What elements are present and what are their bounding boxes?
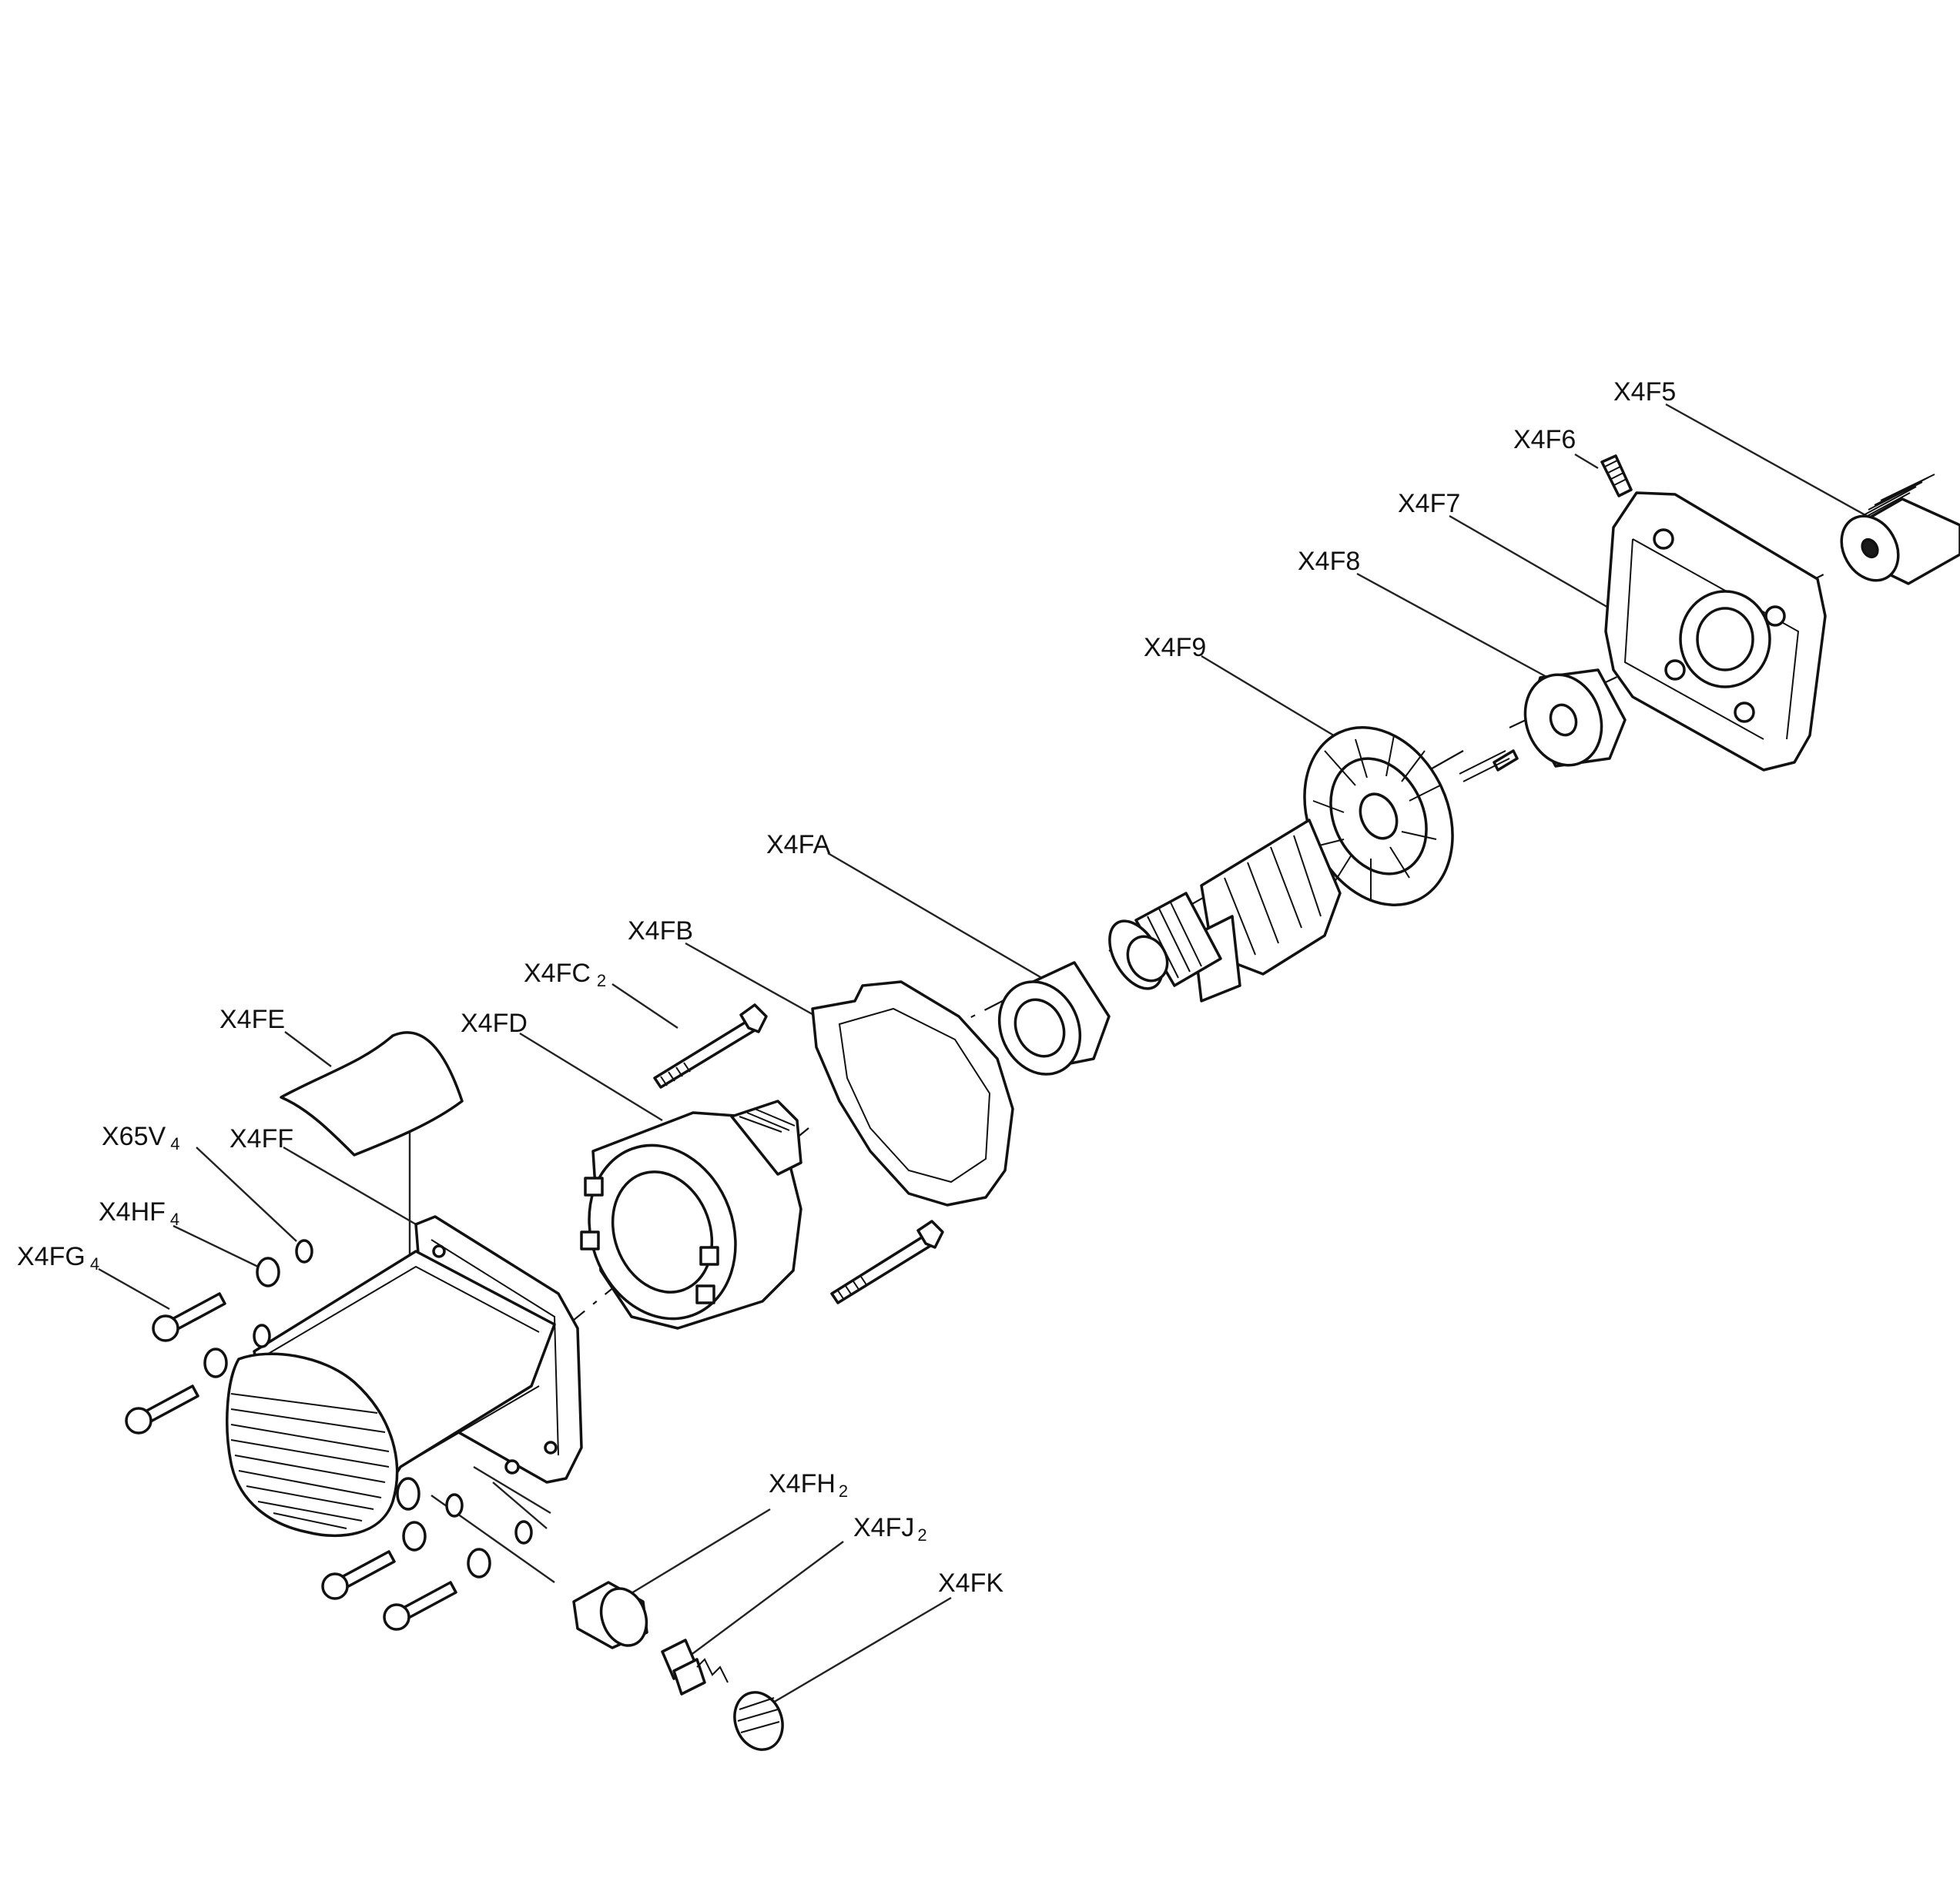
part-X4FE-nameplate-label bbox=[280, 1031, 464, 1157]
leader-X4FH bbox=[623, 1508, 771, 1599]
label-X4F9: X4F9 bbox=[1144, 633, 1206, 662]
leader-X4FB bbox=[685, 942, 817, 1018]
part-X65V-lock-washers bbox=[253, 1239, 533, 1545]
screw-2 bbox=[125, 1384, 199, 1435]
label-X4FK: X4FK bbox=[938, 1569, 1003, 1598]
leader-X4F5 bbox=[1665, 403, 1895, 533]
part-X4F9-armature bbox=[1108, 726, 1519, 1003]
part-X4FA-ball-bearing bbox=[997, 961, 1111, 1076]
leader-X4FE bbox=[284, 1031, 332, 1067]
label-X4FF: X4FF bbox=[230, 1124, 293, 1153]
leader-X4FD bbox=[519, 1032, 663, 1122]
leader-X4FG bbox=[98, 1267, 170, 1311]
leader-X4FC bbox=[611, 983, 678, 1029]
part-X4FJ-carbon-brush bbox=[661, 1639, 729, 1696]
part-X4FD-field-stator bbox=[580, 1100, 802, 1330]
leader-X4FA bbox=[827, 852, 1060, 989]
label-X4FD: X4FD bbox=[461, 1009, 528, 1038]
part-X4F6-small-screw bbox=[1600, 454, 1633, 497]
qty-X4FH: 2 bbox=[839, 1482, 848, 1501]
qty-X4FG: 4 bbox=[90, 1254, 99, 1274]
qty-X4FJ: 2 bbox=[917, 1525, 926, 1545]
leader-X4HF bbox=[173, 1224, 259, 1268]
part-X4F8-ball-bearing bbox=[1523, 668, 1627, 768]
leader-lines bbox=[98, 403, 1895, 1717]
screw-4 bbox=[383, 1581, 457, 1631]
part-X4FK-brush-cap bbox=[733, 1691, 784, 1751]
leader-X4FK bbox=[750, 1596, 952, 1717]
leader-X4F9 bbox=[1201, 655, 1341, 741]
label-X4F5: X4F5 bbox=[1613, 377, 1676, 407]
part-X4FH-brush-holder bbox=[572, 1581, 648, 1649]
screw-1 bbox=[152, 1292, 226, 1342]
leader-X4FF bbox=[283, 1146, 417, 1226]
part-X4FF-motor-housing bbox=[226, 1215, 583, 1538]
qty-X65V: 4 bbox=[170, 1134, 179, 1153]
leader-X4F6 bbox=[1574, 453, 1599, 470]
part-X4F7-bearing-bracket bbox=[1604, 491, 1827, 772]
screw-3 bbox=[321, 1550, 396, 1600]
qty-X4HF: 4 bbox=[170, 1210, 179, 1229]
label-X4FA: X4FA bbox=[766, 830, 830, 859]
label-X4F6: X4F6 bbox=[1513, 425, 1576, 454]
leader-housing-side bbox=[492, 1482, 548, 1529]
leader-X4F7 bbox=[1449, 514, 1610, 610]
leader-X65V bbox=[196, 1147, 297, 1242]
label-X4F7: X4F7 bbox=[1398, 489, 1460, 518]
part-X4FG-screws bbox=[125, 1292, 457, 1631]
label-X4F8: X4F8 bbox=[1298, 547, 1360, 576]
label-X4FB: X4FB bbox=[628, 916, 693, 946]
leader-X4FJ bbox=[677, 1541, 844, 1666]
leader-washers-lower bbox=[473, 1465, 551, 1515]
part-X4F5-fan-hub bbox=[1840, 474, 1960, 585]
qty-X4FC: 2 bbox=[597, 971, 606, 990]
part-X4FC-long-screw-upper bbox=[653, 1003, 768, 1089]
part-X4HF-flat-washers bbox=[203, 1257, 491, 1579]
part-X4FC-long-screw-lower bbox=[830, 1220, 944, 1304]
label-X4FE: X4FE bbox=[219, 1005, 285, 1034]
leader-X4F8 bbox=[1356, 572, 1549, 679]
part-X4FB-baffle-plate bbox=[811, 980, 1014, 1207]
